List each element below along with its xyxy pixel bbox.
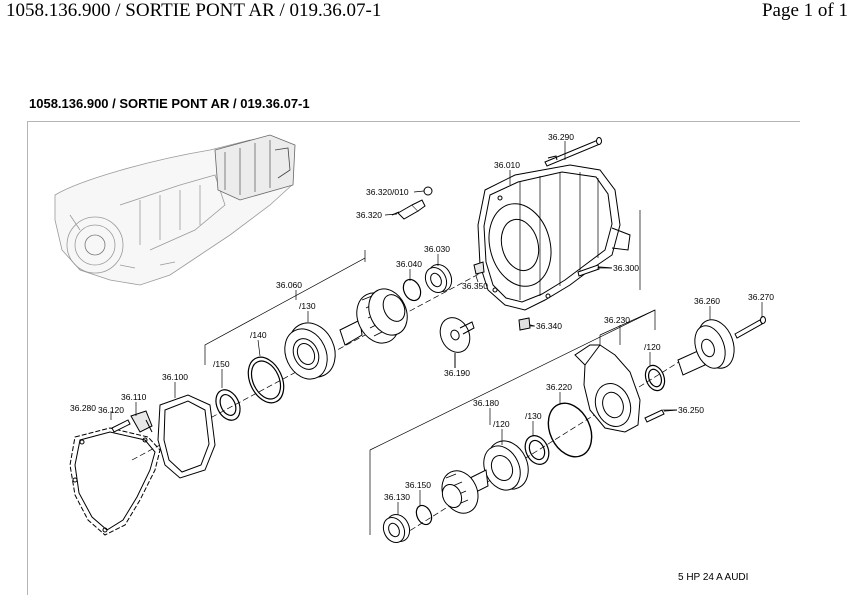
flange-36-260	[677, 319, 735, 376]
label-36-010: 36.010	[494, 160, 520, 170]
model-caption: 5 HP 24 A AUDI	[678, 572, 749, 583]
bolts-36-110-36-120	[111, 410, 153, 433]
bearing-130	[284, 322, 336, 380]
stud-36-290	[544, 137, 602, 167]
label-36-030: 36.030	[424, 244, 450, 254]
label-130-upper: /130	[299, 301, 316, 311]
label-36-280: 36.280	[70, 403, 96, 413]
label-36-180: 36.180	[473, 398, 499, 408]
sensor-36-320	[391, 186, 433, 220]
label-36-120: 36.120	[98, 405, 124, 415]
circlip-36-040	[402, 278, 422, 302]
transmission-overview	[54, 134, 296, 286]
part-labels: 36.290 36.010 36.320/010 36.320 36.030 3…	[70, 132, 774, 502]
label-36-190: 36.190	[444, 368, 470, 378]
frame-left-border	[27, 121, 28, 595]
circlip-36-150	[415, 504, 433, 526]
bolt-36-270	[734, 316, 766, 339]
label-36-340: 36.340	[536, 321, 562, 331]
section-title: 1058.136.900 / SORTIE PONT AR / 019.36.0…	[29, 96, 310, 111]
bearing-36-030	[424, 263, 453, 294]
label-36-320: 36.320	[356, 210, 382, 220]
label-36-230: 36.230	[604, 315, 630, 325]
gasket-36-280	[69, 427, 161, 536]
label-36-130: 36.130	[384, 492, 410, 502]
plug-36-340	[518, 317, 535, 331]
label-36-250: 36.250	[678, 405, 704, 415]
housing-36-010	[477, 164, 631, 311]
page-indicator: Page 1 of 1	[761, 0, 848, 21]
cover-plate-36-100	[157, 394, 216, 479]
label-36-060: 36.060	[276, 280, 302, 290]
ring-130-lower	[524, 435, 550, 465]
document-title: 1058.136.900 / SORTIE PONT AR / 019.36.0…	[6, 0, 382, 21]
label-36-270: 36.270	[748, 292, 774, 302]
label-130-lower: /130	[525, 411, 542, 421]
oring-36-220	[547, 402, 593, 458]
label-36-260: 36.260	[694, 296, 720, 306]
bearing-36-130	[382, 513, 411, 544]
label-36-220: 36.220	[546, 382, 572, 392]
label-36-100: 36.100	[162, 372, 188, 382]
label-36-150: 36.150	[405, 480, 431, 490]
label-120-lower: /120	[493, 419, 510, 429]
bolt-36-250	[644, 409, 678, 423]
plug-36-350	[473, 261, 485, 275]
bearing-120-lower	[483, 440, 529, 491]
label-120-upper: /120	[644, 342, 661, 352]
pinion-36-180	[441, 469, 489, 514]
label-36-320-010: 36.320/010	[366, 187, 409, 197]
housing-36-230	[574, 344, 641, 433]
leader-lines	[110, 141, 763, 515]
gear-shaft-36-060	[339, 288, 408, 346]
label-150: /150	[213, 359, 230, 369]
label-140: /140	[250, 330, 267, 340]
rings-150-140	[215, 356, 285, 421]
deflector-36-190	[439, 317, 475, 368]
label-36-110: 36.110	[121, 392, 147, 402]
seal-120-upper	[644, 364, 666, 392]
label-36-300: 36.300	[613, 263, 639, 273]
label-36-290: 36.290	[548, 132, 574, 142]
label-36-040: 36.040	[396, 259, 422, 269]
frame-top-border	[27, 121, 800, 122]
label-36-350: 36.350	[462, 281, 488, 291]
